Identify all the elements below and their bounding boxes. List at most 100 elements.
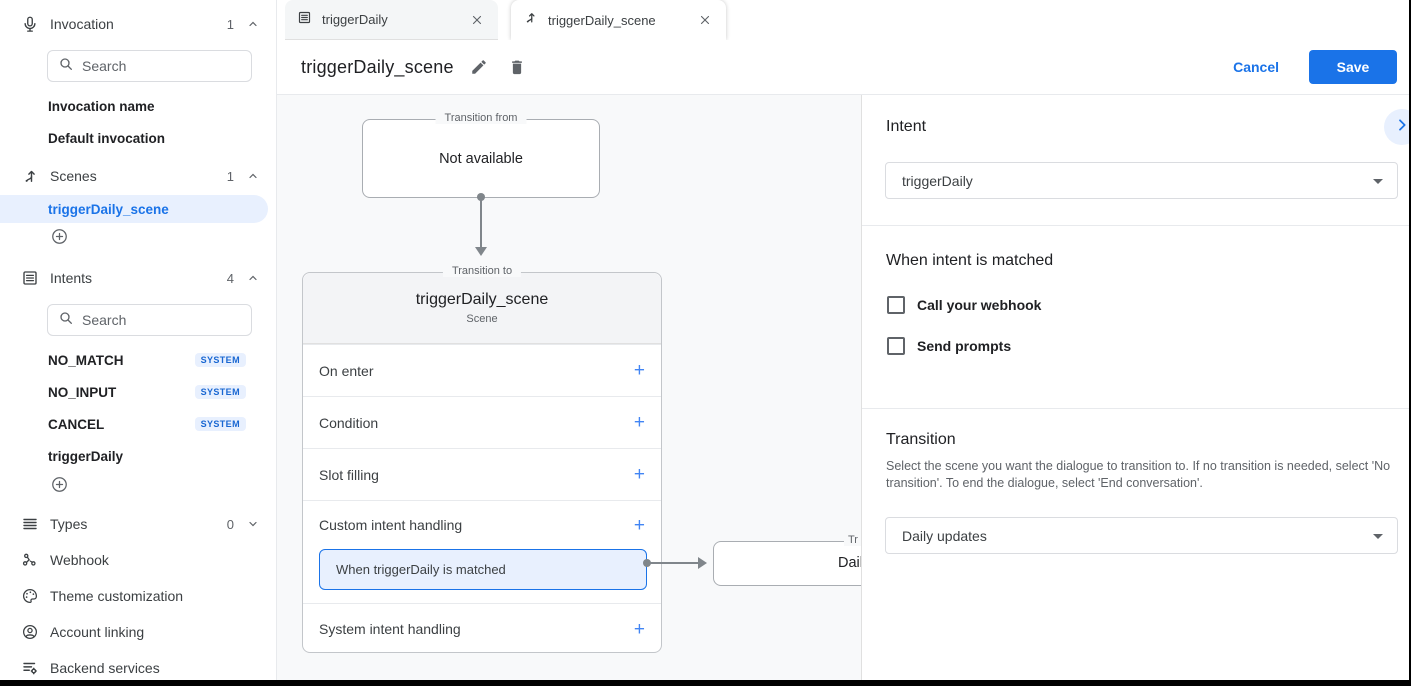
types-count: 0: [226, 516, 234, 532]
sidebar-item-invocation-name[interactable]: Invocation name: [0, 90, 276, 122]
transition-select[interactable]: Daily updates: [885, 517, 1398, 554]
chevron-right-icon: [1394, 117, 1410, 138]
intents-search-input[interactable]: [82, 312, 222, 328]
sidebar-item-account-linking[interactable]: Account linking: [0, 614, 276, 650]
item-label: triggerDaily_scene: [48, 201, 169, 217]
chevron-up-icon: [246, 271, 260, 285]
main-area: triggerDaily triggerDaily_scene triggerD…: [277, 0, 1411, 680]
arrow-down-icon: [475, 247, 487, 256]
sidebar-item-triggerdaily[interactable]: triggerDaily: [0, 440, 276, 472]
invocation-search[interactable]: [47, 50, 252, 82]
custom-intent-handling-header[interactable]: Custom intent handling +: [303, 501, 661, 549]
transition-to-legend: Transition to: [442, 265, 522, 277]
scene-row-condition[interactable]: Condition +: [303, 396, 661, 448]
intent-heading: Intent: [886, 118, 927, 135]
palette-icon: [20, 586, 40, 606]
scenes-count: 1: [226, 168, 234, 184]
sidebar-item-backend-services[interactable]: Backend services: [0, 650, 276, 680]
scene-card-subtitle: Scene: [466, 313, 498, 325]
sidebar-item-label: Webhook: [50, 552, 109, 568]
transition-from-text: Not available: [439, 150, 523, 167]
close-icon[interactable]: [696, 11, 714, 29]
workspace: Transition from Not available Transition…: [277, 95, 1411, 680]
item-label: NO_INPUT: [48, 384, 117, 400]
screen-edge: [0, 680, 1411, 686]
plus-circle-icon: [50, 475, 69, 499]
edit-pencil-icon[interactable]: [466, 54, 492, 80]
transition-target-legend: Tr: [844, 534, 861, 546]
scenes-icon: [20, 166, 40, 186]
types-icon: [20, 514, 40, 534]
checkbox-label: Call your webhook: [917, 297, 1042, 313]
connector-dot: [477, 193, 485, 201]
intents-search[interactable]: [47, 304, 252, 336]
system-badge: SYSTEM: [194, 385, 246, 399]
call-webhook-checkbox-row[interactable]: Call your webhook: [887, 296, 1041, 314]
webhook-icon: [20, 550, 40, 570]
scene-row-custom-intent-handling: Custom intent handling + When triggerDai…: [303, 500, 661, 603]
intent-select[interactable]: triggerDaily: [885, 162, 1398, 199]
add-intent-button[interactable]: [0, 472, 276, 502]
sidebar-item-default-invocation[interactable]: Default invocation: [0, 122, 276, 154]
sidebar-item-webhook[interactable]: Webhook: [0, 542, 276, 578]
scene-row-slot-filling[interactable]: Slot filling +: [303, 448, 661, 500]
invocation-count: 1: [226, 16, 234, 32]
sidebar-section-invocation[interactable]: Invocation 1: [0, 6, 276, 42]
tab-triggerdaily[interactable]: triggerDaily: [285, 0, 498, 40]
flow-canvas[interactable]: Transition from Not available Transition…: [277, 95, 861, 680]
tab-label: triggerDaily: [322, 12, 388, 27]
invocation-search-input[interactable]: [82, 58, 222, 74]
transition-target-box[interactable]: Tr Dail: [713, 534, 861, 586]
checkbox-unchecked[interactable]: [887, 337, 905, 355]
add-icon[interactable]: +: [633, 514, 645, 536]
divider: [862, 408, 1411, 409]
transition-select-value: Daily updates: [902, 527, 987, 544]
add-icon[interactable]: +: [633, 618, 645, 640]
scene-row-on-enter[interactable]: On enter +: [303, 344, 661, 396]
scene-row-system-intent-handling[interactable]: System intent handling +: [303, 603, 661, 654]
cancel-button[interactable]: Cancel: [1233, 59, 1279, 75]
sidebar-section-types[interactable]: Types 0: [0, 506, 276, 542]
sidebar-item-no-match[interactable]: NO_MATCH SYSTEM: [0, 344, 276, 376]
add-icon[interactable]: +: [633, 360, 645, 381]
item-label: Default invocation: [48, 130, 166, 146]
delete-trash-icon[interactable]: [504, 54, 530, 80]
collapse-panel-button[interactable]: [1384, 109, 1411, 145]
connector-dot: [643, 559, 651, 567]
checkbox-unchecked[interactable]: [887, 296, 905, 314]
sidebar: Invocation 1 Invocation name Default inv…: [0, 0, 277, 680]
sidebar-item-no-input[interactable]: NO_INPUT SYSTEM: [0, 376, 276, 408]
scene-card-title: triggerDaily_scene: [415, 291, 549, 308]
system-badge: SYSTEM: [194, 417, 246, 431]
sidebar-section-label: Invocation: [50, 16, 114, 32]
checkbox-label: Send prompts: [917, 338, 1012, 354]
row-label: On enter: [319, 362, 374, 379]
row-label: System intent handling: [319, 621, 461, 637]
item-label: NO_MATCH: [48, 352, 124, 368]
save-button[interactable]: Save: [1309, 50, 1397, 84]
sidebar-section-scenes[interactable]: Scenes 1: [0, 158, 276, 194]
system-badge: SYSTEM: [194, 353, 246, 367]
transition-heading: Transition: [886, 431, 956, 448]
sidebar-item-theme-customization[interactable]: Theme customization: [0, 578, 276, 614]
row-label: Slot filling: [319, 466, 379, 483]
tab-triggerdaily-scene[interactable]: triggerDaily_scene: [511, 0, 726, 40]
intents-icon: [20, 268, 40, 288]
add-scene-button[interactable]: [0, 224, 276, 254]
intent-handler-selected[interactable]: When triggerDaily is matched: [319, 549, 647, 590]
transition-from-legend: Transition from: [435, 112, 527, 124]
sidebar-item-cancel[interactable]: CANCEL SYSTEM: [0, 408, 276, 440]
dropdown-caret-icon: [1373, 534, 1383, 539]
transition-target-text: Dail: [838, 555, 861, 571]
scene-icon: [523, 10, 538, 30]
sidebar-section-label: Intents: [50, 270, 93, 286]
sidebar-section-intents[interactable]: Intents 4: [0, 260, 276, 296]
sidebar-item-triggerdaily-scene[interactable]: triggerDaily_scene: [0, 195, 268, 223]
close-icon[interactable]: [468, 11, 486, 29]
transition-from-box: Transition from Not available: [362, 112, 600, 198]
add-icon[interactable]: +: [633, 464, 645, 485]
add-icon[interactable]: +: [633, 412, 645, 433]
dropdown-caret-icon: [1373, 179, 1383, 184]
send-prompts-checkbox-row[interactable]: Send prompts: [887, 337, 1011, 355]
